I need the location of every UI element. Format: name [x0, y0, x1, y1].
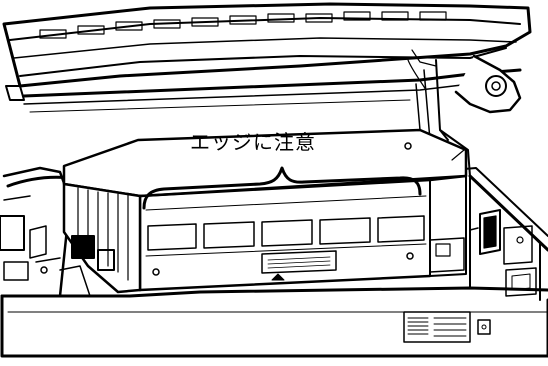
rating-label-plate [403, 311, 491, 343]
left-ribbed-panel [59, 182, 142, 297]
edge-bracket [142, 166, 422, 210]
cover-hinge-arm [407, 49, 522, 177]
left-mechanism [0, 166, 72, 298]
raised-top-cover [2, 2, 532, 113]
right-components [469, 209, 537, 297]
caution-edge-label: エッジに注意 [190, 130, 316, 154]
